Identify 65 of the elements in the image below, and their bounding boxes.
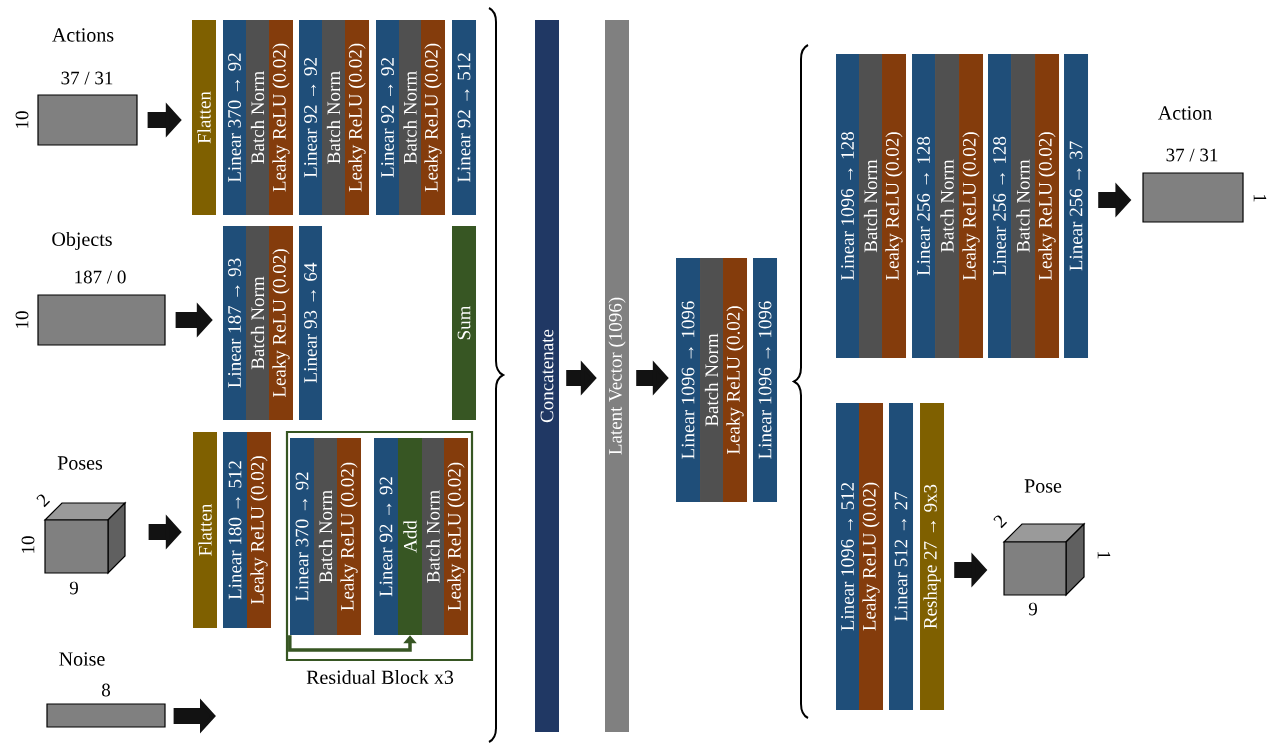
layer-block: Batch Norm: [859, 54, 882, 358]
dimension-label: 2: [993, 515, 1008, 529]
tensor-name: Pose: [1024, 479, 1062, 493]
tensor-name: Action: [1158, 106, 1212, 120]
layer-block: Leaky ReLU (0.02): [345, 20, 369, 215]
dimension-label: 1: [1253, 194, 1267, 202]
layer-block: Linear 92 → 92: [299, 20, 322, 215]
dimension-label: 37 / 31: [61, 71, 113, 85]
layer-block: Latent Vector (1096): [605, 20, 629, 732]
layer-block: Leaky ReLU (0.02): [723, 258, 747, 502]
layer-block: Leaky ReLU (0.02): [421, 20, 445, 215]
layer-block: Linear 512 → 27: [889, 403, 913, 710]
layer-block: Linear 92 → 92: [374, 438, 398, 635]
layer-block: Leaky ReLU (0.02): [444, 438, 468, 635]
layer-block: Leaky ReLU (0.02): [1035, 54, 1059, 358]
dimension-label: 2: [36, 494, 51, 508]
layer-block: Linear 370 → 92: [290, 438, 314, 635]
layer-block: Batch Norm: [1011, 54, 1035, 358]
tensor-name: Actions: [52, 28, 114, 42]
dimension-label: 187 / 0: [75, 270, 126, 284]
layer-block: Linear 370 → 92: [223, 20, 246, 215]
layer-block: Batch Norm: [246, 20, 269, 215]
dimension-label: 10: [21, 536, 35, 553]
layer-block: Leaky ReLU (0.02): [269, 226, 293, 420]
layer-block: Linear 93 → 64: [299, 226, 322, 420]
dimension-label: 10: [15, 111, 29, 128]
layer-block: Flatten: [192, 20, 216, 215]
layer-block: Linear 256 → 128: [988, 54, 1011, 358]
layer-block: Batch Norm: [935, 54, 959, 358]
tensor-name: Poses: [57, 456, 103, 470]
layer-block: Batch Norm: [322, 20, 345, 215]
dimension-label: 8: [101, 683, 110, 697]
layer-block: Linear 92 → 92: [376, 20, 399, 215]
layer-block: Linear 92 → 512: [452, 20, 476, 215]
layer-block: Batch Norm: [700, 258, 723, 502]
layer-block: Leaky ReLU (0.02): [959, 54, 983, 358]
dimension-label: 9: [69, 581, 78, 595]
dimension-label: 37 / 31: [1166, 148, 1218, 162]
layer-block: Concatenate: [535, 20, 559, 732]
layer-block: Batch Norm: [246, 226, 269, 420]
layer-block: Leaky ReLU (0.02): [859, 403, 883, 710]
layer-block: Linear 256 → 128: [912, 54, 935, 358]
layer-block: Leaky ReLU (0.02): [337, 438, 361, 635]
layer-block: Leaky ReLU (0.02): [247, 432, 271, 628]
layer-block: Batch Norm: [399, 20, 421, 215]
layer-block: Batch Norm: [314, 438, 337, 635]
layer-block: Linear 187 → 93: [223, 226, 246, 420]
layer-block: Sum: [452, 226, 476, 420]
layer-block: Flatten: [193, 432, 217, 628]
layer-block: Linear 1096 → 128: [836, 54, 859, 358]
layer-block: Linear 256 → 37: [1064, 54, 1088, 358]
layer-block: Leaky ReLU (0.02): [882, 54, 906, 358]
block-caption: Residual Block x3: [306, 669, 454, 685]
dimension-label: 10: [15, 311, 29, 328]
layer-block: Linear 1096 → 512: [836, 403, 859, 710]
layer-block: Reshape 27 → 9x3: [920, 403, 944, 710]
layer-block: Batch Norm: [422, 438, 444, 635]
layer-block: Linear 180 → 512: [223, 432, 247, 628]
dimension-label: 1: [1097, 551, 1111, 559]
tensor-name: Objects: [52, 231, 112, 251]
dimension-label: 9: [1028, 602, 1037, 616]
layer-block: Linear 1096 → 1096: [676, 258, 700, 502]
layer-block: Leaky ReLU (0.02): [269, 20, 293, 215]
layer-block: Linear 1096 → 1096: [753, 258, 777, 502]
tensor-name: Noise: [59, 652, 105, 666]
